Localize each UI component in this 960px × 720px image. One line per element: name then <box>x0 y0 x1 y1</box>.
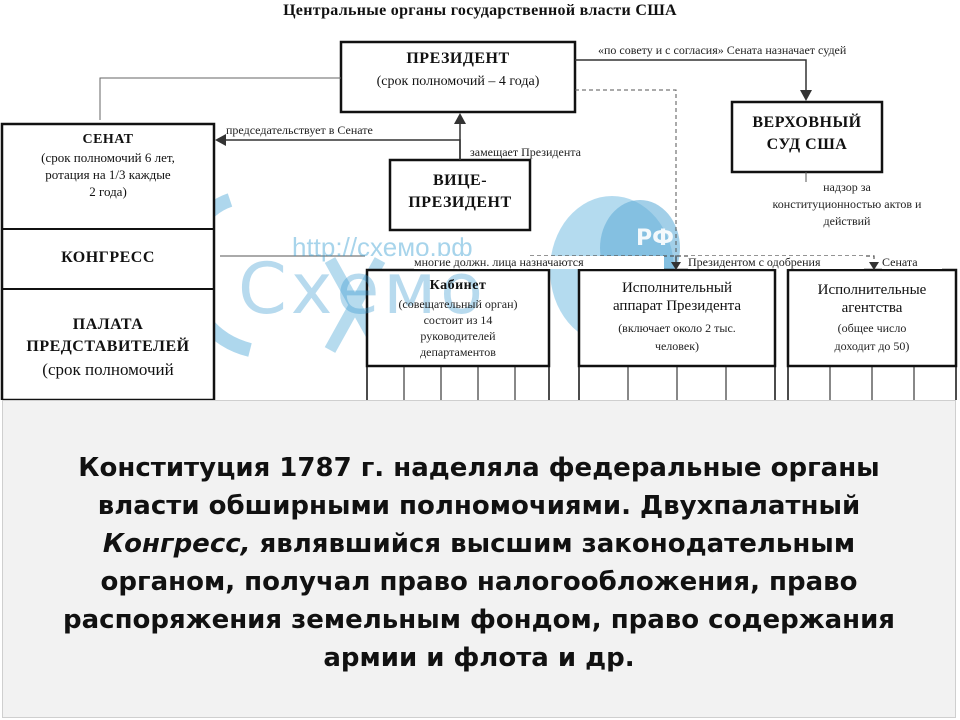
agencies-line4: доходит до 50) <box>834 339 910 353</box>
supreme-court-line1: ВЕРХОВНЫЙ <box>752 114 862 131</box>
senate-title: СЕНАТ <box>82 132 134 147</box>
exec-office-line3: (включает около 2 тыс. <box>618 321 736 335</box>
senate-term-1: (срок полномочий 6 лет, <box>41 150 175 165</box>
edge-oversight-1: надзор за <box>823 180 871 194</box>
edge-oversight-2: конституционностью актов и <box>772 197 922 211</box>
edge-senate-word: Сената <box>882 255 942 270</box>
cabinet-line4: департаментов <box>420 345 496 359</box>
cabinet-line3: руководителей <box>420 329 496 343</box>
caption-panel: Конституция 1787 г. наделяла федеральные… <box>2 400 956 718</box>
caption-part-1: Конституция 1787 г. наделяла федеральные… <box>78 453 880 521</box>
edge-advice-consent: «по совету и с согласия» Сената назначае… <box>598 43 847 57</box>
vice-president-line1: ВИЦЕ- <box>432 172 488 189</box>
vice-president-line2: ПРЕЗИДЕНТ <box>408 194 512 211</box>
house-line1: ПАЛАТА <box>72 316 144 333</box>
caption-congress-word: Конгресс, <box>102 529 251 559</box>
agencies-line3: (общее число <box>837 321 907 335</box>
caption-text: Конституция 1787 г. наделяла федеральные… <box>63 449 895 677</box>
exec-office-line4: человек) <box>654 339 700 353</box>
senate-term-3: 2 года) <box>89 184 127 199</box>
cabinet-line2: состоит из 14 <box>423 313 493 327</box>
edge-appoints-officials: многие должн. лица назначаются <box>414 255 664 270</box>
president-term: (срок полномочий – 4 года) <box>376 74 540 89</box>
government-diagram: http://схемо.рф Схемо РФ Центральные орг… <box>0 2 958 400</box>
watermark-badge: РФ <box>636 226 674 251</box>
house-line3: (срок полномочий <box>42 360 174 379</box>
cabinet-title: Кабинет <box>429 278 487 293</box>
congress-label: КОНГРЕСС <box>61 249 155 266</box>
president-title: ПРЕЗИДЕНТ <box>406 50 510 67</box>
diagram-title: Центральные органы государственной власт… <box>283 2 677 19</box>
agencies-line1: Исполнительные <box>817 282 927 298</box>
exec-office-line1: Исполнительный <box>621 280 733 296</box>
caption-part-2: являвшийся высшим законодательным органо… <box>63 529 895 673</box>
exec-office-line2: аппарат Президента <box>612 298 742 314</box>
senate-term-2: ротация на 1/3 каждые <box>45 167 171 182</box>
edge-presides-senate: председательствует в Сенате <box>226 123 373 137</box>
cabinet-line1: (совещательный орган) <box>398 297 518 311</box>
edge-oversight-3: действий <box>823 214 871 228</box>
supreme-court-line2: СУД США <box>766 136 848 153</box>
agencies-line2: агентства <box>841 300 903 316</box>
edge-replaces-president: замещает Президента <box>470 145 581 159</box>
diagram-lines <box>0 40 958 400</box>
house-line2: ПРЕДСТАВИТЕЛЕЙ <box>26 338 190 355</box>
edge-with-approval: Президентом с одобрения <box>688 255 864 270</box>
